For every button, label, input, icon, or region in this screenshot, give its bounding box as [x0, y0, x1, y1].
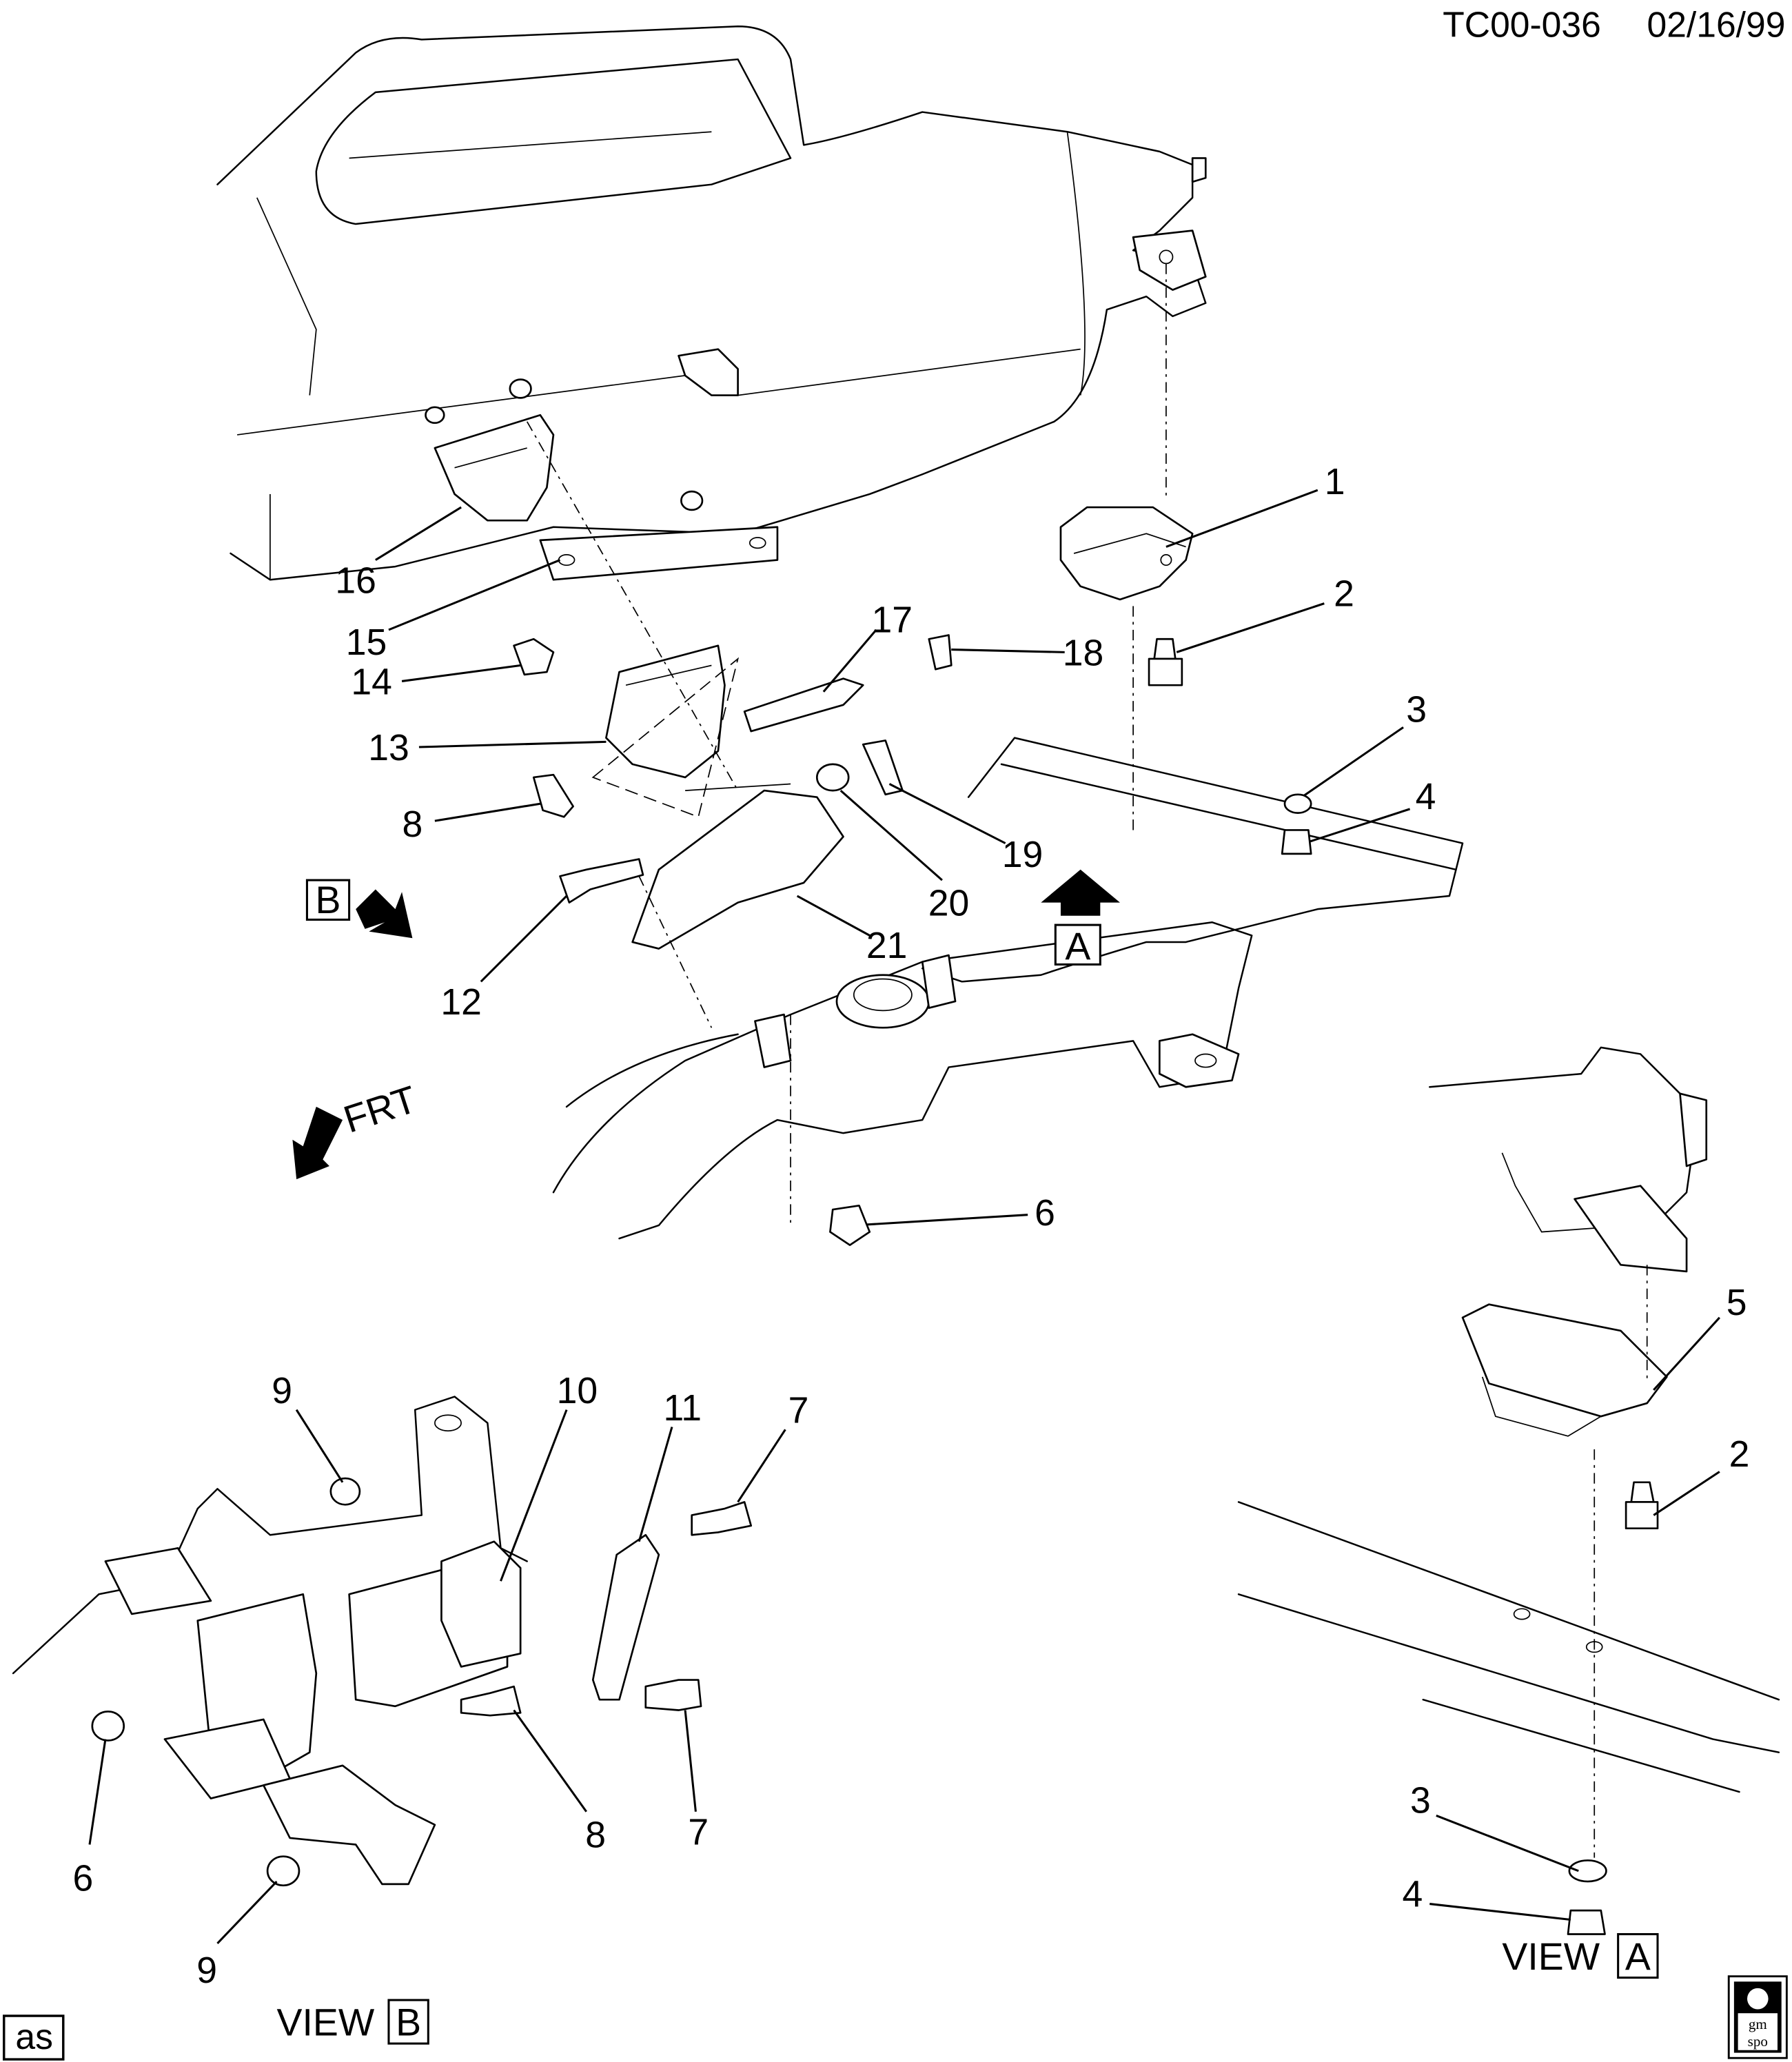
- view-a-letter: A: [1625, 1935, 1651, 1978]
- arrow-up-icon: [1041, 869, 1120, 916]
- view-a-text: VIEW: [1502, 1935, 1600, 1978]
- callout-11: 11: [664, 1388, 702, 1429]
- callout-4-view-a: 4: [1403, 1874, 1423, 1915]
- frame-crossmember: [552, 737, 1464, 1240]
- callout-13: 13: [368, 728, 409, 768]
- arrow-front-icon: [292, 1106, 343, 1180]
- view-b-letter: B: [396, 2001, 421, 2044]
- callout-20: 20: [928, 884, 970, 924]
- view-b-text: VIEW: [276, 2001, 374, 2044]
- view-b-marker-label: B: [316, 879, 341, 921]
- artist-code-box: as: [3, 2014, 65, 2061]
- callout-3: 3: [1406, 690, 1427, 731]
- drawing-id: TC00-036: [1443, 5, 1601, 45]
- callout-18: 18: [1063, 633, 1104, 673]
- callout-3-view-a: 3: [1410, 1781, 1431, 1821]
- callout-8-view-b: 8: [585, 1815, 606, 1855]
- callout-6-view-b: 6: [73, 1858, 94, 1899]
- arrow-icon: [356, 889, 413, 939]
- callout-16: 16: [335, 560, 376, 601]
- callout-15: 15: [346, 622, 387, 663]
- logo-gm: gm: [1749, 2016, 1768, 2032]
- front-label: FRT: [338, 1078, 422, 1141]
- drawing-date: 02/16/99: [1647, 5, 1786, 45]
- view-b-drawing: [12, 1396, 753, 1887]
- view-a-label: VIEW A: [1502, 1932, 1659, 1979]
- view-b-label: VIEW B: [276, 1999, 429, 2045]
- view-b-marker: B: [305, 879, 413, 939]
- view-a-marker-label: A: [1065, 925, 1090, 968]
- callout-21: 21: [866, 926, 908, 966]
- callout-14: 14: [351, 662, 392, 703]
- gm-spo-logo: gm spo: [1727, 1975, 1788, 2059]
- callout-7-view-b: 7: [688, 1813, 709, 1853]
- logo-spo: spo: [1748, 2033, 1768, 2050]
- callouts: 1 2 3 4 5 2 3 4 6 16 15 14 13 17 18 8 19…: [73, 462, 1750, 1991]
- callout-9: 9: [272, 1371, 292, 1411]
- view-a-marker: A: [1041, 869, 1120, 968]
- callout-5: 5: [1727, 1283, 1747, 1323]
- artist-code: as: [15, 2017, 53, 2056]
- callout-1: 1: [1325, 462, 1345, 502]
- callout-4: 4: [1416, 777, 1436, 817]
- callout-6: 6: [1035, 1193, 1055, 1234]
- callout-10: 10: [557, 1371, 598, 1411]
- bracket-parts: [425, 378, 953, 1028]
- callout-12: 12: [440, 982, 482, 1023]
- callout-2: 2: [1334, 573, 1354, 614]
- transmission-outline: [216, 25, 1207, 581]
- callout-8: 8: [402, 804, 422, 845]
- callout-2-view-a: 2: [1729, 1434, 1750, 1475]
- callout-19: 19: [1002, 835, 1043, 875]
- front-marker: FRT: [292, 1078, 422, 1180]
- callout-7: 7: [788, 1391, 809, 1431]
- mount-part-1: [1059, 263, 1194, 830]
- callout-9-view-b: 9: [196, 1950, 217, 1991]
- view-a-drawing: [1237, 1046, 1780, 1935]
- callout-17: 17: [871, 600, 913, 641]
